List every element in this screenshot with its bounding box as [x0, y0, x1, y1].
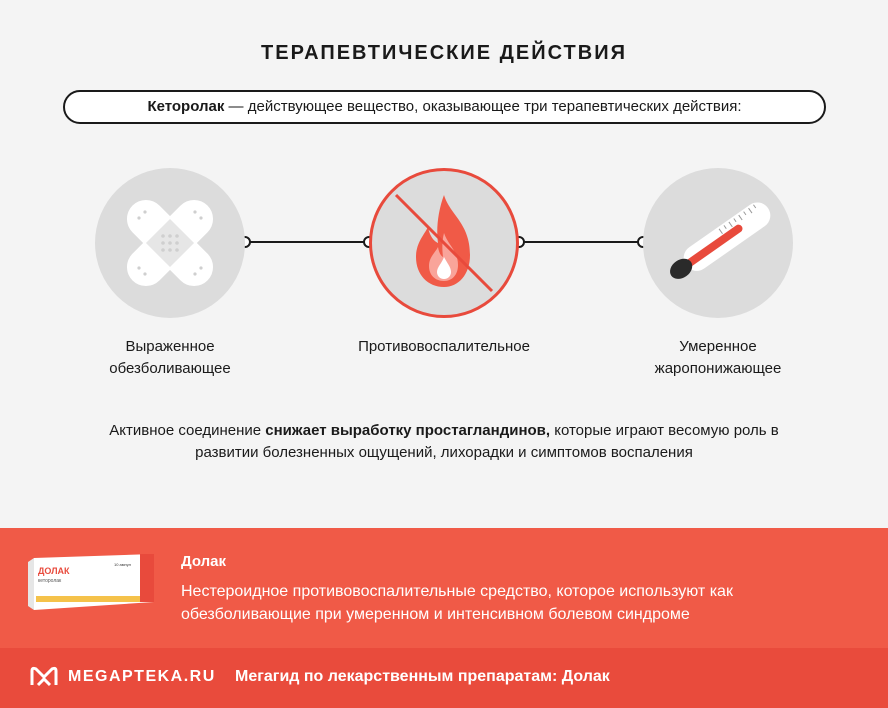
anti-inflammatory-circle — [369, 168, 519, 318]
product-box-image: ДОЛАК кеторолак 10 ампул — [28, 554, 154, 610]
box-subtitle: кеторолак — [38, 578, 62, 584]
intro-text: — действующее вещество, оказывающее три … — [224, 98, 742, 115]
intro-bold: Кеторолак — [147, 98, 225, 115]
antipyretic-circle — [643, 168, 793, 318]
mechanism-description: Активное соединение снижает выработку пр… — [100, 420, 788, 464]
page-title: ТЕРАПЕВТИЧЕСКИЕ ДЕЙСТВИЯ — [261, 42, 627, 64]
megapteka-logo-text[interactable]: MEGAPTEKA.RU — [68, 668, 216, 685]
connector-right — [519, 241, 643, 243]
effect-label-painkiller: Выраженное обезболивающее — [109, 338, 231, 377]
desc-part1: Активное соединение — [109, 422, 266, 439]
desc-bold: снижает выработку простагландинов, — [265, 422, 551, 439]
connector-left — [245, 241, 369, 243]
desc-part2: которые играют весомую роль в развитии б… — [195, 422, 779, 461]
product-description: Нестероидное противовоспалительные средс… — [181, 583, 733, 623]
box-brand: ДОЛАК — [38, 566, 70, 576]
effect-label-anti-inflammatory: Противовоспалительное — [358, 338, 530, 355]
product-name: Долак — [181, 553, 227, 570]
effect-label-antipyretic: Умеренное жаропонижающее — [654, 338, 782, 377]
footer-bar — [0, 648, 888, 708]
megapteka-logo-icon — [30, 666, 58, 687]
bandage-icon — [126, 199, 214, 287]
box-count: 10 ампул — [114, 562, 132, 567]
intro-pill: Кеторолак — действующее вещество, оказыв… — [63, 90, 826, 124]
painkiller-circle — [95, 168, 245, 318]
footer-caption: Мегагид по лекарственным препаратам: Дол… — [235, 668, 610, 685]
no-fire-icon — [394, 193, 494, 293]
thermometer-icon — [670, 202, 771, 279]
